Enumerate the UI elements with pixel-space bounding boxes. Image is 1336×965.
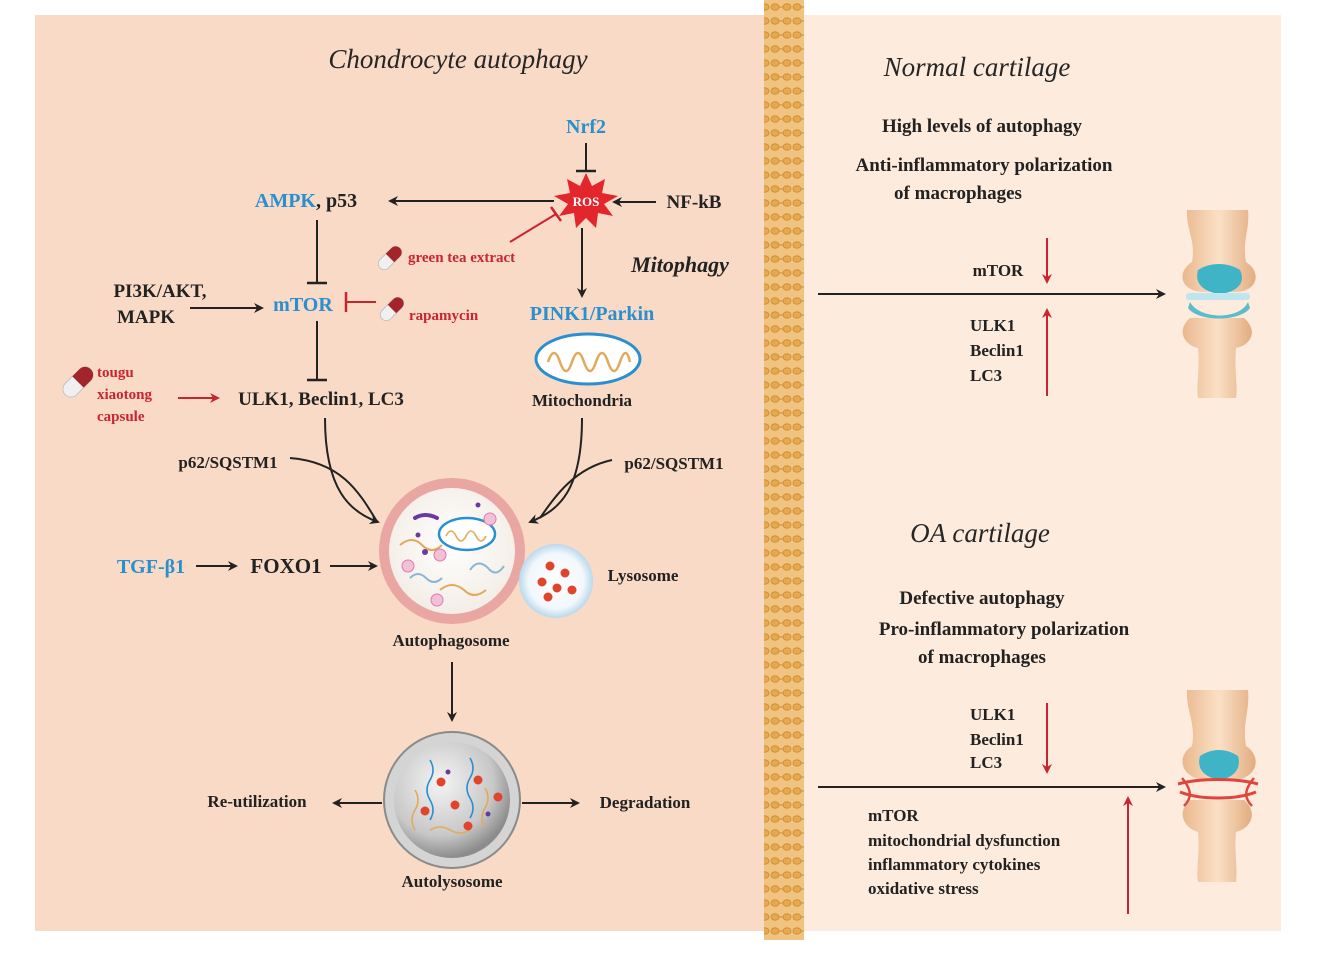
ampk-p53-label: AMPK, p53 xyxy=(255,190,357,212)
pink-parkin-label: PINK1/Parkin xyxy=(530,303,654,325)
green-tea-inhibit-line xyxy=(509,213,557,243)
p62-right-arrow xyxy=(539,459,613,519)
normal-mtor-label: mTOR xyxy=(973,261,1024,280)
tgf-beta1-label: TGF-β1 xyxy=(117,556,185,578)
green-tea-pill-icon xyxy=(377,245,403,271)
ros-burst-icon xyxy=(554,173,618,228)
normal-line1: High levels of autophagy xyxy=(882,116,1083,137)
rapamycin-pill-icon xyxy=(379,296,405,322)
ulk-to-autophagosome-arrow xyxy=(324,417,380,525)
nrf2-label: Nrf2 xyxy=(566,116,606,138)
oa-factor-2: inflammatory cytokines xyxy=(868,855,1041,874)
reutilization-label: Re-utilization xyxy=(207,792,307,811)
normal-title: Normal cartilage xyxy=(883,52,1071,82)
oa-beclin1-label: Beclin1 xyxy=(970,730,1024,749)
tougu-label-2: xiaotong xyxy=(97,387,153,403)
nfkb-label: NF-kB xyxy=(667,192,722,213)
oa-factor-3: oxidative stress xyxy=(868,879,979,898)
rapamycin-label: rapamycin xyxy=(409,308,479,324)
oa-factor-1: mitochondrial dysfunction xyxy=(868,831,1061,850)
tougu-label-3: capsule xyxy=(97,409,145,425)
tougu-label-1: tougu xyxy=(97,365,134,381)
normal-beclin1-label: Beclin1 xyxy=(970,341,1024,360)
mitochondria-label: Mitochondria xyxy=(532,391,633,410)
lysosome-icon xyxy=(519,544,593,618)
ulk-beclin-lc3-label: ULK1, Beclin1, LC3 xyxy=(238,389,404,410)
green-tea-inhibit-bar xyxy=(549,206,563,222)
cell-membrane xyxy=(764,0,804,940)
normal-ulk1-label: ULK1 xyxy=(970,316,1015,335)
autolysosome-icon xyxy=(383,731,521,869)
mitochondria-icon xyxy=(534,332,642,386)
oa-ulk1-label: ULK1 xyxy=(970,705,1015,724)
oa-lc3-label: LC3 xyxy=(970,753,1002,772)
mtor-label: mTOR xyxy=(273,294,333,316)
autophagosome-label: Autophagosome xyxy=(392,631,510,650)
oa-line2: Pro-inflammatory polarization xyxy=(879,619,1130,640)
oa-line1: Defective autophagy xyxy=(899,588,1065,609)
normal-line2: Anti-inflammatory polarization xyxy=(855,155,1112,176)
oa-line3: of macrophages xyxy=(918,647,1046,668)
p53-label: , p53 xyxy=(316,190,357,212)
oa-title: OA cartilage xyxy=(910,518,1050,548)
ros-label: ROS xyxy=(573,194,600,209)
normal-lc3-label: LC3 xyxy=(970,366,1002,385)
oa-factor-0: mTOR xyxy=(868,806,919,825)
pi3k-label-2: MAPK xyxy=(117,307,175,328)
left-title: Chondrocyte autophagy xyxy=(328,44,587,74)
mitophagy-label: Mitophagy xyxy=(630,252,729,277)
lysosome-label: Lysosome xyxy=(608,566,679,585)
green-tea-label: green tea extract xyxy=(408,250,515,266)
p62-left-arrow xyxy=(289,457,377,521)
ampk-label: AMPK xyxy=(255,190,317,212)
normal-line3: of macrophages xyxy=(894,183,1022,204)
degradation-label: Degradation xyxy=(600,793,691,812)
tougu-pill-icon xyxy=(62,366,94,398)
foxo1-label: FOXO1 xyxy=(250,554,321,578)
p62-right-label: p62/SQSTM1 xyxy=(624,454,723,473)
pi3k-label-1: PI3K/AKT, xyxy=(113,281,206,302)
p62-left-label: p62/SQSTM1 xyxy=(178,453,277,472)
right-panel-bg xyxy=(803,15,1281,931)
autophagosome-icon xyxy=(379,478,525,624)
oa-knee-icon xyxy=(1177,690,1259,882)
autolysosome-label: Autolysosome xyxy=(401,872,503,891)
healthy-knee-icon xyxy=(1182,210,1256,398)
